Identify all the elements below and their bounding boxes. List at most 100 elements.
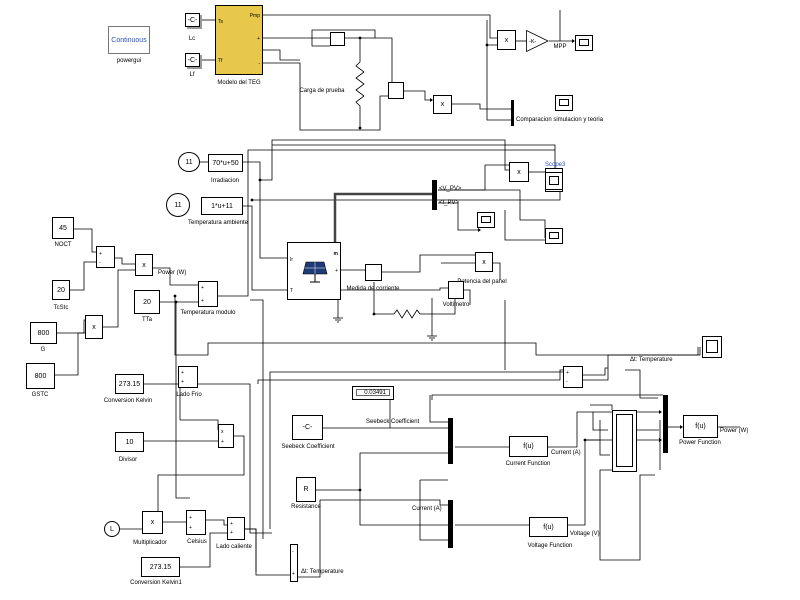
clock-source[interactable]: L (104, 521, 120, 537)
power-function-block[interactable]: f(u) (683, 415, 718, 438)
seebeck-coeff-line-label: Seebeck Coefficient (366, 419, 420, 425)
scope-dt[interactable] (702, 336, 722, 358)
teg-model-label: Modelo del TEG (217, 80, 261, 86)
scope-top-right[interactable] (545, 172, 563, 190)
temp-modulo-plus-2: + (201, 298, 204, 304)
teg-port-ts: Ts (218, 19, 223, 25)
current-function-label: Current Function (505, 461, 551, 467)
const-lf[interactable]: -C- (185, 53, 200, 67)
scope-comparacion[interactable] (555, 95, 573, 111)
continuous-label: Continuous (111, 36, 147, 44)
power-mux (663, 395, 668, 453)
kelvin1-const[interactable]: 273.15 (141, 557, 180, 577)
g-const[interactable]: 800 (30, 322, 57, 344)
teg-port-plus: + (257, 36, 260, 42)
irradiacion-fcn[interactable]: 70*u+50 (208, 154, 243, 172)
seebeck-const[interactable]: -C- (292, 415, 323, 440)
dt-bottom-minus: - (292, 549, 294, 555)
noct-const[interactable]: 45 (52, 217, 74, 239)
pv-port-t: T (290, 288, 294, 294)
divisor-const[interactable]: 10 (115, 432, 144, 452)
scope-mpp[interactable] (575, 35, 593, 51)
lado-caliente-plus-1: + (230, 521, 233, 527)
gain-block[interactable]: -K- (526, 30, 549, 52)
resistance-const[interactable]: R (296, 477, 316, 502)
potencia-product-block[interactable]: x (475, 252, 493, 272)
temperature-source[interactable]: 11 (166, 193, 190, 217)
irradiance-source[interactable]: 11 (178, 152, 200, 172)
teg-port-tf: Tf (218, 58, 223, 64)
voltage-function-label: Voltage Function (527, 543, 573, 549)
lado-frio-plus-2: + (181, 379, 184, 385)
medida-corriente-block[interactable] (365, 264, 382, 281)
lado-caliente-sum[interactable]: + + (227, 517, 245, 540)
current-a-left-label: Current (A) (412, 506, 442, 512)
current-function-block[interactable]: f(u) (509, 436, 548, 457)
noct-sum-block[interactable]: + - (96, 246, 115, 268)
power-function-label: Power Function (679, 440, 721, 446)
divisor-block[interactable]: x + (218, 424, 234, 448)
const-lc[interactable]: -C- (185, 13, 200, 27)
lc-label: Lc (188, 36, 196, 42)
divisor-x: x (221, 429, 224, 435)
voltage-v-label: Voltage (V) (570, 531, 600, 537)
teg-product-block[interactable]: x (433, 95, 452, 114)
scope3-label: Scope3 (545, 162, 566, 168)
dt-temperature-top-label: Δt: Temperature (630, 357, 673, 363)
bus-selector[interactable] (432, 180, 437, 210)
voltimetro-label: Voltimetro (442, 302, 470, 308)
powergui-block[interactable]: Continuous (108, 26, 150, 54)
lado-frio-plus-1: + (181, 370, 184, 376)
lado-caliente-plus-2: + (230, 530, 233, 536)
voltage-mux (448, 500, 453, 548)
celsius-sum[interactable]: + + (186, 510, 206, 535)
temp-ambiente-fcn[interactable]: 1*u+11 (201, 197, 243, 215)
pv-port-ir: Ir (290, 257, 294, 263)
dt-top-minus: - (566, 379, 568, 385)
scope-multi[interactable] (612, 410, 637, 472)
i-pv-label: <I_PV> (439, 200, 460, 206)
dt-bottom-plus: + (292, 571, 295, 577)
seebeck-display[interactable]: 0.03491 (352, 386, 394, 400)
pv-port-m: m (333, 251, 338, 257)
voltimetro-block[interactable] (448, 281, 464, 299)
dt-bottom-sum[interactable]: - + (290, 544, 298, 582)
divisor-label: Divisor (118, 457, 138, 463)
mpp-product-block[interactable]: x (497, 30, 516, 50)
current-mux (448, 418, 453, 464)
multiplicador-label: Multiplicador (133, 540, 167, 546)
conversion-kelvin1-label: Conversion Kelvin1 (130, 580, 182, 586)
pv-panel-block[interactable]: Ir T m + (287, 242, 341, 300)
pv-product-block-top[interactable]: x (509, 162, 529, 182)
dt-top-plus: + (566, 370, 569, 376)
solar-panel-icon (302, 261, 328, 283)
teg-mux (511, 100, 514, 126)
celsius-label: Celsius (187, 539, 207, 545)
teg-voltage-sensor[interactable] (388, 82, 404, 99)
gain-text: -K- (529, 39, 537, 45)
kelvin-const[interactable]: 273.15 (115, 374, 144, 394)
teg-model-block[interactable]: Ts Tf Pmp + - (215, 5, 263, 75)
gstc-const[interactable]: 800 (26, 363, 55, 389)
multiplicador-block[interactable]: x (142, 511, 163, 534)
comparacion-label: Comparacion simulacion y teoria (516, 117, 604, 123)
celsius-plus-1: + (189, 515, 192, 521)
tcstc-const[interactable]: 20 (52, 280, 70, 300)
dt-temperature-bottom-label: Δt: Temperature (301, 569, 344, 575)
scope-mid-1[interactable] (477, 212, 495, 228)
temp-modulo-sum[interactable]: + + (198, 281, 218, 307)
voltage-function-block[interactable]: f(u) (529, 517, 568, 537)
tta-const[interactable]: 20 (134, 290, 160, 314)
lado-caliente-label: Lado caliente (216, 544, 252, 550)
noct-sum-minus: - (99, 260, 101, 266)
scope-mid-2[interactable] (545, 228, 563, 244)
teg-current-sensor[interactable] (330, 32, 345, 46)
g-divide-block[interactable]: x (85, 315, 103, 339)
dt-top-sum[interactable]: + - (563, 366, 583, 388)
power-product-block[interactable]: x (135, 254, 153, 276)
temp-modulo-label: Temperatura modulo (180, 310, 236, 316)
noct-sum-plus: + (99, 251, 102, 257)
power-w-label: Power (W) (158, 270, 187, 276)
potencia-panel-label: Potencia del panel (457, 279, 507, 285)
lado-frio-sum[interactable]: + + (178, 366, 198, 388)
